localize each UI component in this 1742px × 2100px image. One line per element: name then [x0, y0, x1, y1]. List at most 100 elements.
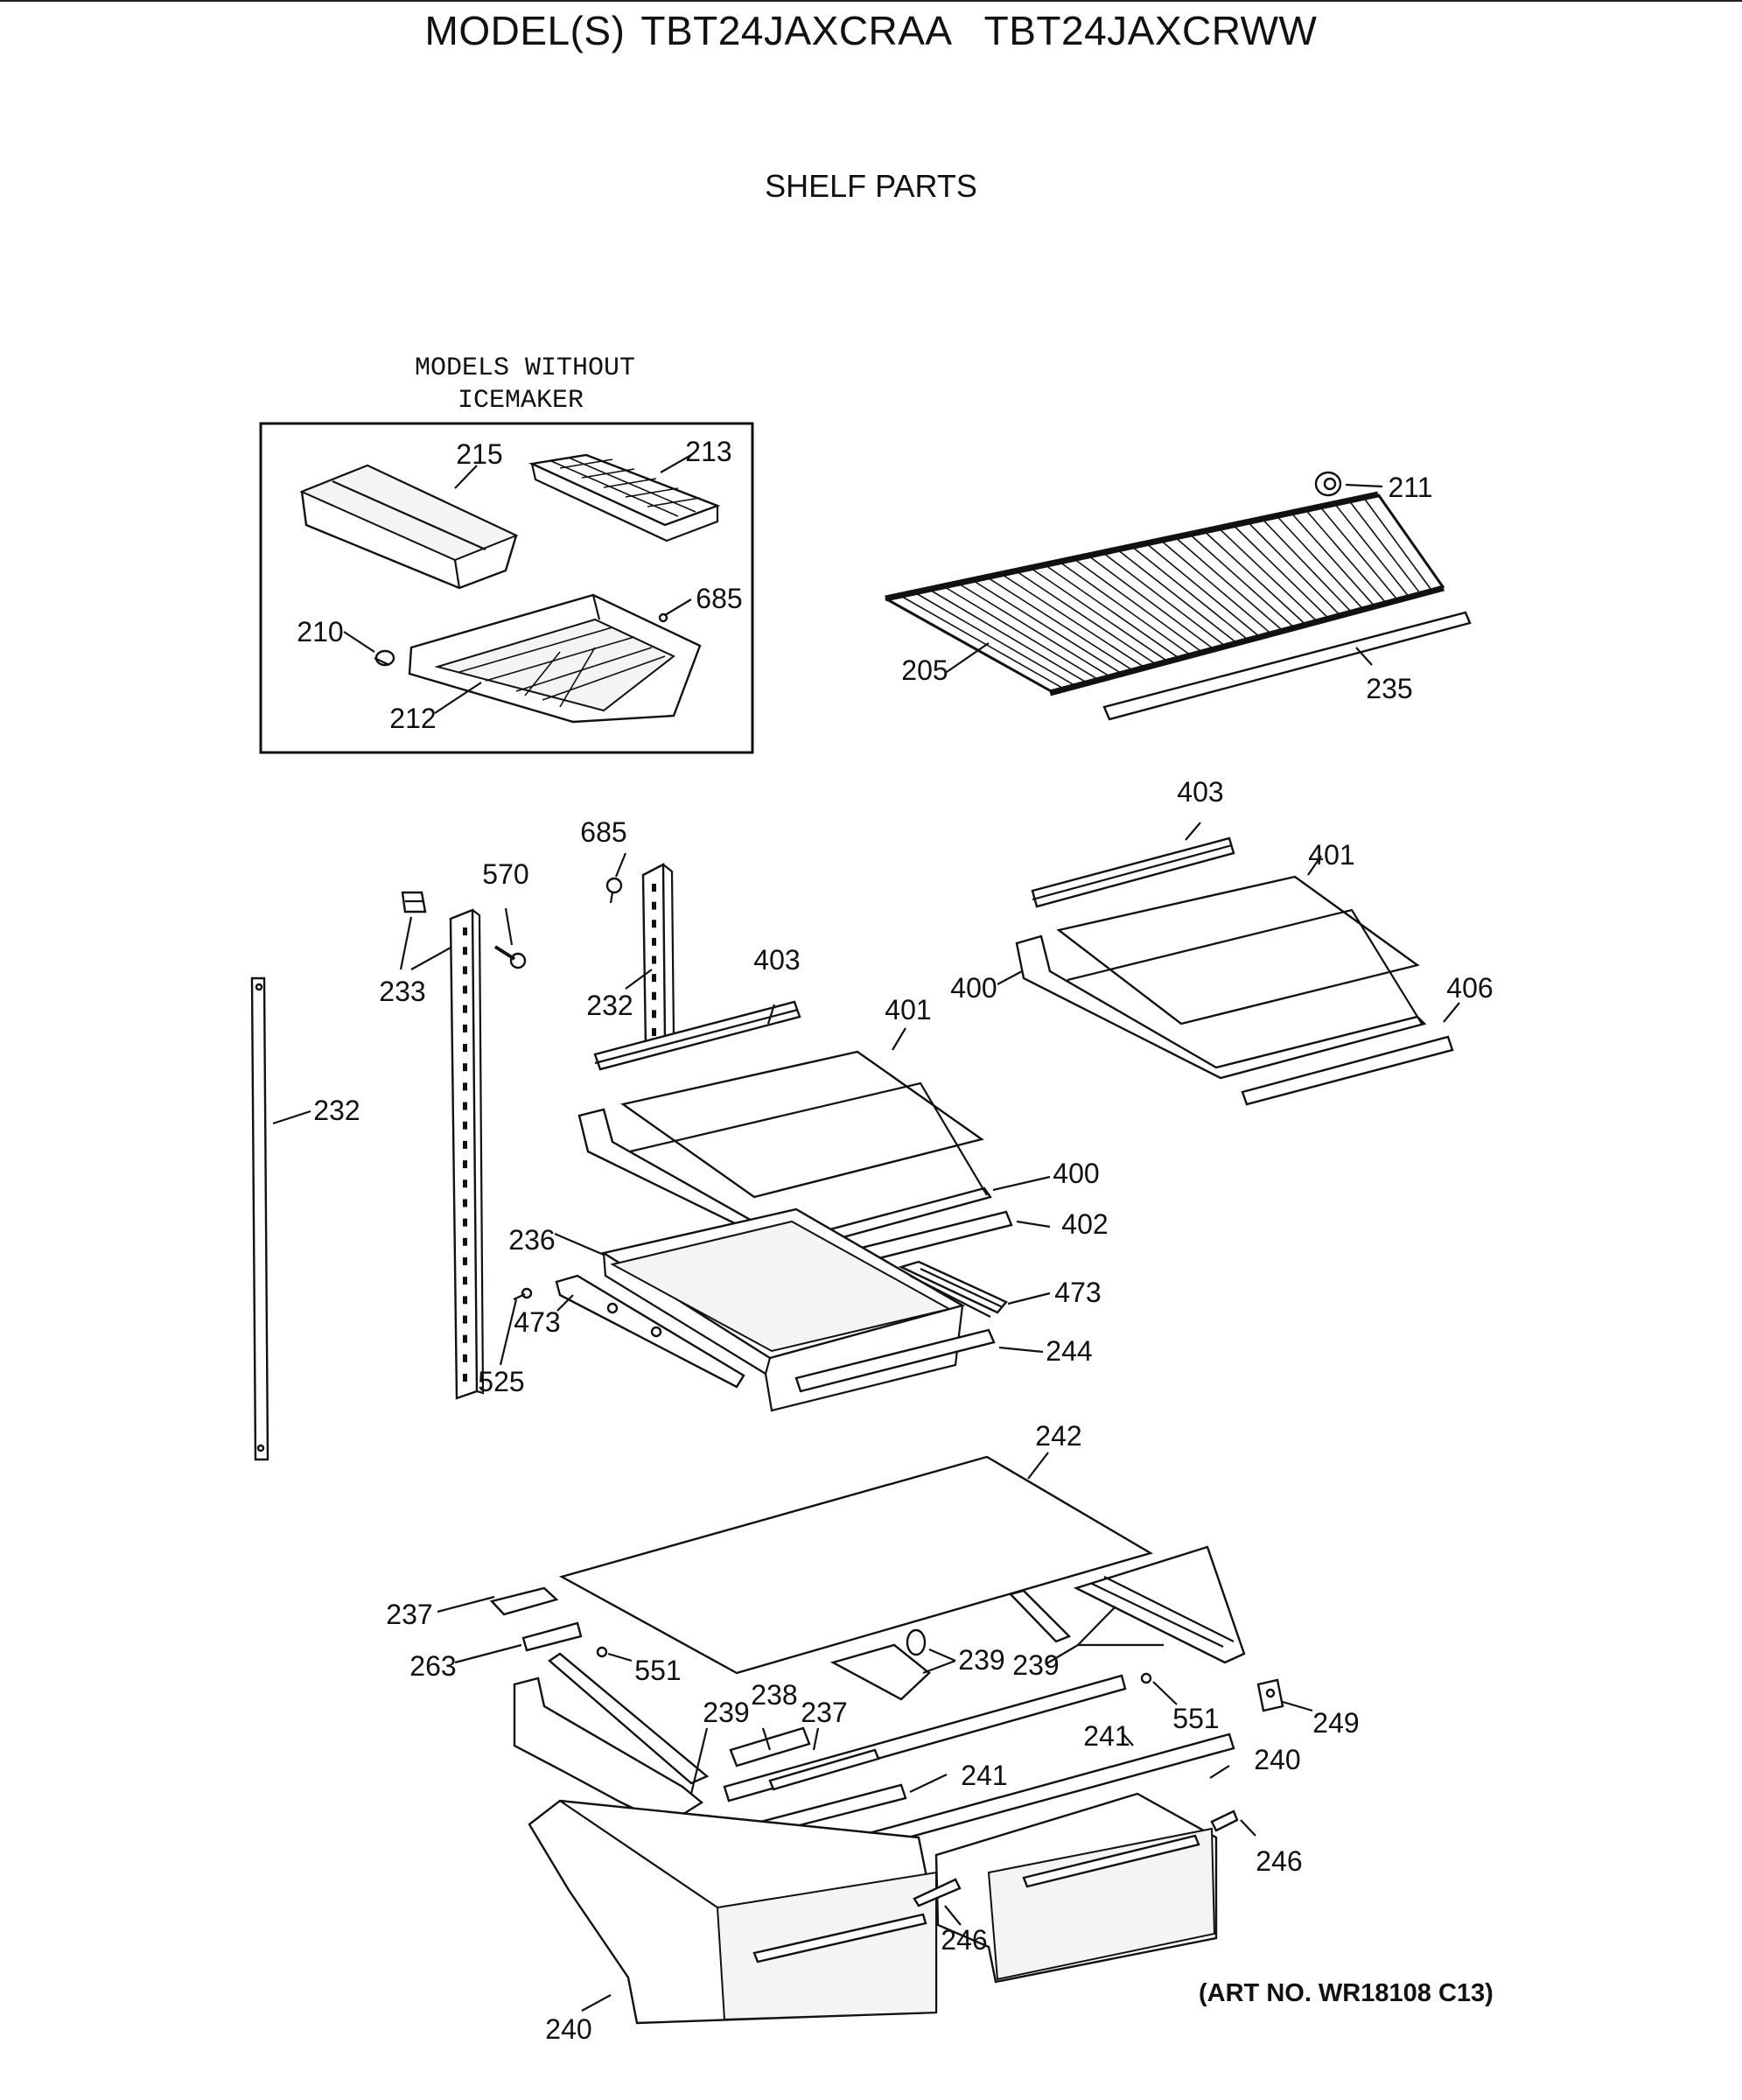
leader-205 [946, 642, 990, 673]
part-239-center-bracket [829, 1628, 931, 1701]
callout-239-right: 239 [1012, 1649, 1059, 1681]
upper-right-glass-shelf-group: 403 401 400 406 [950, 776, 1494, 1106]
part-244-trim [794, 1328, 996, 1393]
shelf-ladder-group: 232 233 570 685 232 525 [250, 816, 675, 1461]
leader-473-right [1007, 1292, 1051, 1306]
callout-241-left: 241 [961, 1760, 1007, 1791]
part-240-drawer-left [528, 1799, 938, 2025]
leader-211 [1345, 483, 1383, 488]
part-400-frame-right [1015, 908, 1427, 1080]
snack-pan-group: 236 473 473 244 [508, 1208, 1102, 1412]
part-240-drawer-right [934, 1792, 1218, 1984]
part-401-glass-right [1056, 875, 1420, 1026]
callout-205: 205 [901, 654, 948, 686]
leader-246-right [1240, 1819, 1256, 1837]
leader-401-middle [892, 1027, 906, 1051]
callout-233: 233 [379, 976, 425, 1007]
leader-239-left [689, 1727, 709, 1795]
callout-232-left: 232 [313, 1095, 360, 1126]
callout-401-right: 401 [1308, 839, 1354, 871]
callout-249: 249 [1312, 1707, 1359, 1739]
part-263-support [521, 1621, 583, 1652]
leader-244 [998, 1346, 1044, 1354]
callout-232-right: 232 [586, 990, 633, 1021]
callout-406: 406 [1446, 972, 1493, 1004]
part-551-screw-left [596, 1646, 608, 1658]
part-212-tray-holder [408, 593, 702, 724]
leader-215 [454, 465, 478, 489]
leader-402 [1016, 1220, 1051, 1228]
callout-212: 212 [389, 703, 436, 734]
part-246-handle-left [913, 1878, 962, 1908]
callout-525: 525 [478, 1366, 524, 1397]
leader-213 [660, 454, 692, 473]
callout-236: 236 [508, 1224, 555, 1256]
callout-570: 570 [482, 858, 528, 890]
leader-263 [454, 1643, 522, 1664]
freezer-wire-shelf-group: 211 205 235 [885, 471, 1472, 721]
leader-246-left [944, 1905, 962, 1926]
callout-551-left: 551 [634, 1655, 681, 1686]
leader-232-left [272, 1110, 311, 1125]
leader-525 [499, 1298, 518, 1366]
leader-551-left [607, 1652, 633, 1662]
callout-235: 235 [1366, 673, 1412, 704]
model-prefix: MODEL(S) [424, 8, 626, 53]
leader-240-right [1209, 1765, 1230, 1779]
part-551-screw-right [1140, 1672, 1152, 1684]
leader-551-right [1152, 1681, 1178, 1705]
leader-406 [1443, 1002, 1460, 1023]
part-403-front-trim-middle [593, 1000, 801, 1071]
leader-685a [664, 598, 692, 616]
callout-241-right: 241 [1083, 1720, 1130, 1752]
part-232-right-ladder [641, 863, 675, 1050]
part-570-screw [493, 945, 527, 970]
inset-frame [259, 422, 754, 754]
part-525-screw [513, 1287, 533, 1300]
callout-551-right: 551 [1172, 1703, 1219, 1734]
callout-215: 215 [456, 438, 502, 470]
callout-246-right: 246 [1256, 1845, 1302, 1877]
inset-caption-line1: MODELS WITHOUT [415, 354, 635, 383]
callout-240-right: 240 [1254, 1744, 1300, 1775]
part-237-left-bracket [489, 1586, 559, 1616]
callout-211: 211 [1388, 472, 1432, 503]
leader-685-ladder [614, 852, 627, 878]
leader-570 [504, 907, 514, 946]
callout-263: 263 [409, 1650, 456, 1682]
leader-400-middle [992, 1175, 1051, 1192]
part-239-rail-right [1008, 1545, 1246, 1664]
callout-401-middle: 401 [885, 994, 931, 1026]
leader-473-left [556, 1294, 574, 1312]
part-685-screw [605, 877, 623, 904]
callout-240-left: 240 [545, 2013, 591, 2045]
callout-239-center: 239 [958, 1644, 1004, 1676]
leader-235 [1355, 647, 1373, 666]
leader-240-left [581, 1994, 612, 2012]
leader-237-center [812, 1727, 820, 1751]
callout-213: 213 [685, 436, 731, 467]
leader-238 [761, 1727, 772, 1751]
callout-246-left: 246 [941, 1924, 987, 1956]
part-205-wire-shelf [885, 491, 1445, 696]
part-235-trim [1102, 611, 1472, 721]
callout-242: 242 [1035, 1420, 1081, 1452]
leader-242 [1027, 1452, 1049, 1480]
leader-212 [434, 682, 482, 714]
part-211-grommet [1314, 471, 1342, 497]
callout-403-middle: 403 [753, 944, 800, 976]
leader-237-left [437, 1595, 495, 1614]
part-249-bracket-right [1256, 1678, 1284, 1712]
leader-241-right [1121, 1732, 1134, 1746]
part-400-frame-middle [577, 1082, 992, 1253]
part-233-clip [401, 891, 427, 914]
part-242-crisper-glass [558, 1455, 1154, 1675]
part-213-ice-tray [528, 453, 721, 542]
part-401-glass-middle [620, 1050, 984, 1199]
callout-402: 402 [1061, 1208, 1108, 1240]
leader-233 [399, 916, 451, 970]
leader-241-left [909, 1774, 948, 1793]
callout-237-left: 237 [386, 1599, 432, 1630]
